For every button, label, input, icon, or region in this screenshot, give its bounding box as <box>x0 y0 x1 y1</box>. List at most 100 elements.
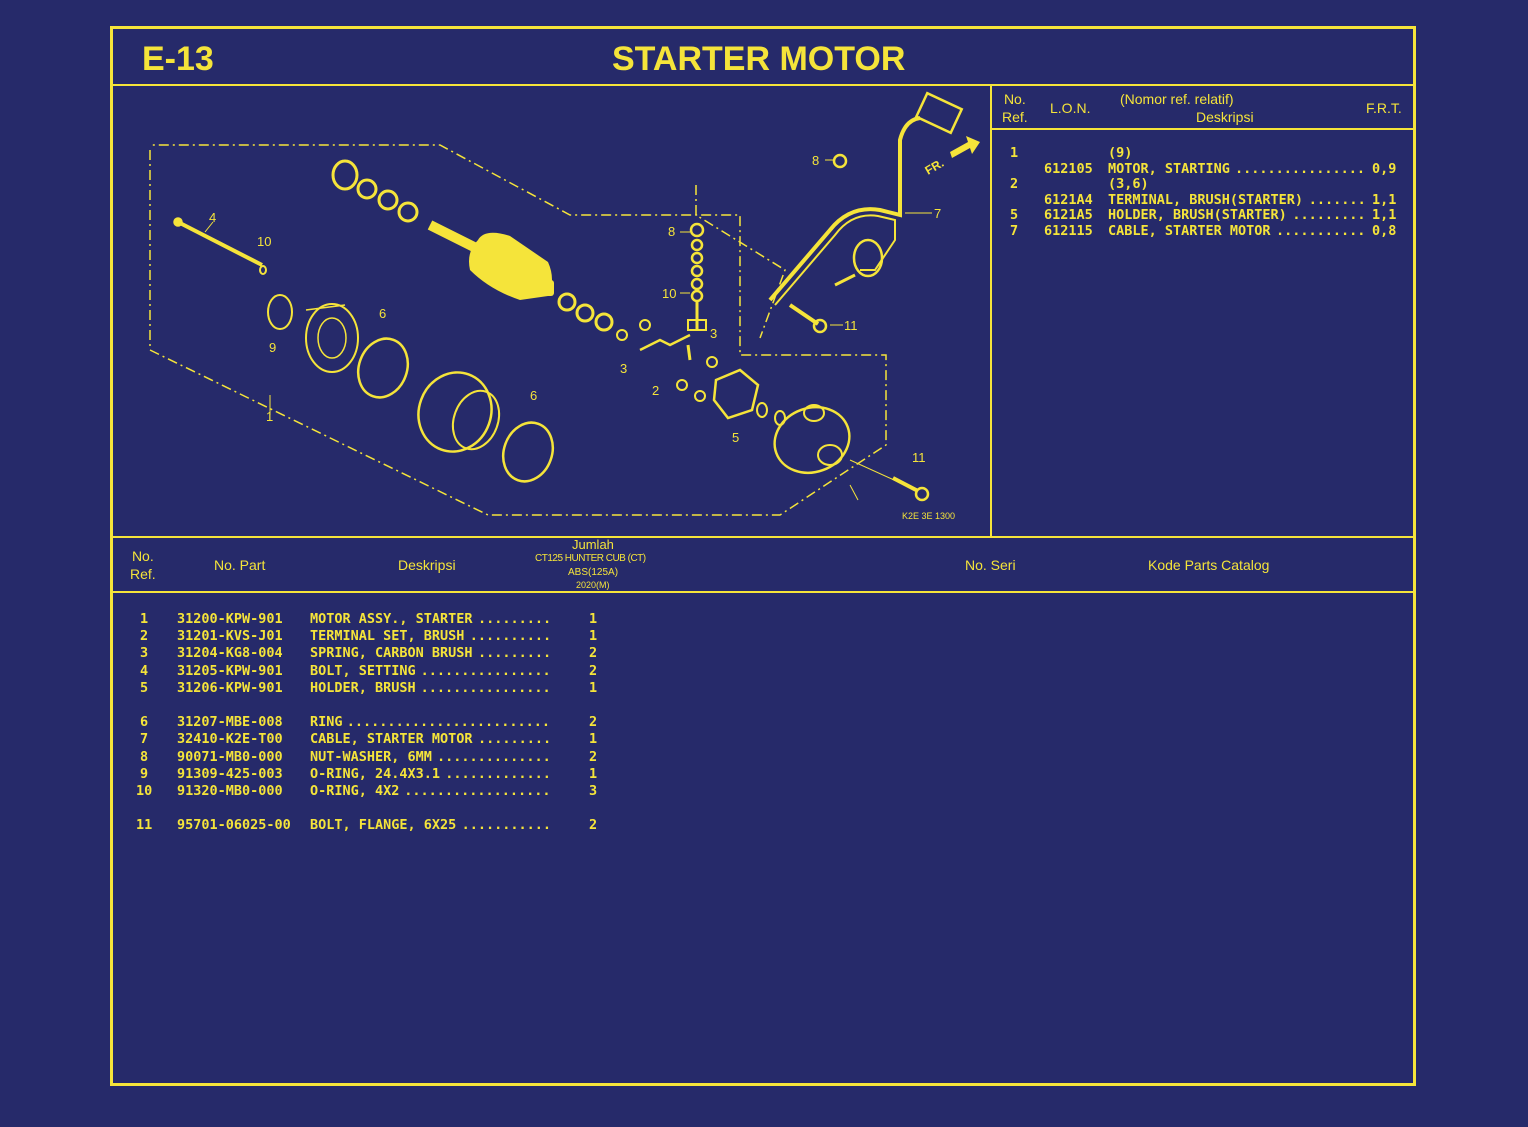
rear-cover-icon <box>773 405 851 475</box>
part-ref: 11 <box>136 817 153 834</box>
part-ref: 7 <box>140 731 149 748</box>
frt-value: 1,1 <box>1372 191 1397 208</box>
part-qty: 1 <box>589 731 598 748</box>
frt-ref: 1 <box>1010 145 1019 161</box>
dot-leader: ........................................… <box>404 783 550 799</box>
dot-leader: ........................................… <box>420 662 550 679</box>
frt-value: 1,1 <box>1372 207 1397 223</box>
part-number: 91320-MB0-000 <box>177 783 283 799</box>
frt-desc: (9) <box>1108 145 1133 161</box>
dot-leader: ........................................… <box>478 611 550 627</box>
callout-5: 5 <box>732 430 739 445</box>
callout-1: 1 <box>266 409 273 424</box>
part-qty: 1 <box>589 765 598 782</box>
frt-desc: CABLE, STARTER MOTOR <box>1108 222 1271 239</box>
dot-leader: ........................................… <box>469 628 550 645</box>
part-qty: 2 <box>589 645 598 662</box>
exploded-diagram: FR. 1 2 3 3 4 5 6 6 7 8 8 9 10 10 11 11 … <box>149 91 980 521</box>
divider-frt-header <box>991 128 1414 130</box>
part-number: 31200-KPW-901 <box>177 611 283 627</box>
diagram-code: K2E 3E 1300 <box>902 511 955 521</box>
frt-desc: TERMINAL, BRUSH(STARTER) <box>1108 191 1304 208</box>
parts-header-kode: Kode Parts Catalog <box>1148 557 1270 573</box>
diagram-dash-outline <box>149 144 887 516</box>
frt-value: 0,8 <box>1372 222 1397 239</box>
frt-header-deskripsi: Deskripsi <box>1196 109 1254 125</box>
part-number: 91309-425-003 <box>177 765 283 782</box>
frt-lon: 612105 <box>1044 160 1093 177</box>
frt-lon: 6121A4 <box>1044 191 1093 208</box>
callout-6-b: 6 <box>530 388 537 403</box>
dot-leader: ........................................… <box>1308 191 1366 208</box>
part-ref: 4 <box>140 662 149 679</box>
part-desc: TERMINAL SET, BRUSH <box>310 628 465 645</box>
frt-desc: MOTOR, STARTING <box>1108 160 1230 177</box>
dot-leader: ........................................… <box>1235 160 1366 177</box>
ring-upper-icon <box>356 337 410 399</box>
nut-washer-icon <box>689 222 705 238</box>
divider-parts-header <box>112 591 1414 593</box>
starter-cable-icon <box>768 116 921 302</box>
o-ring-large-icon <box>267 294 293 330</box>
page-code: E-13 <box>142 40 214 78</box>
diagram-dash-cable <box>695 185 786 339</box>
parts-header-no-seri: No. Seri <box>965 557 1016 573</box>
frt-desc: HOLDER, BRUSH(STARTER) <box>1108 207 1287 223</box>
callout-3-b: 3 <box>710 326 717 341</box>
o-ring-small-icon <box>259 265 267 275</box>
callout-8-a: 8 <box>812 153 819 168</box>
armature-plate-icon <box>331 159 359 191</box>
dot-leader: ........................................… <box>1276 222 1366 239</box>
part-qty: 1 <box>589 628 598 645</box>
parts-header-jumlah: Jumlah <box>572 537 614 552</box>
part-qty: 2 <box>589 714 598 731</box>
fr-arrow-icon <box>950 136 980 158</box>
part-desc: MOTOR ASSY., STARTER <box>310 611 473 627</box>
parts-header-no-ref: No. Ref. <box>130 548 156 582</box>
callout-10-b: 10 <box>662 286 676 301</box>
frt-header-no-ref: No. Ref. <box>1002 91 1028 125</box>
part-desc: HOLDER, BRUSH <box>310 679 416 696</box>
callout-11-b: 11 <box>912 450 926 465</box>
ring-lower-icon <box>501 421 555 483</box>
frt-lon: 612115 <box>1044 222 1093 239</box>
part-number: 32410-K2E-T00 <box>177 731 283 748</box>
callout-8-b: 8 <box>668 224 675 239</box>
dot-leader: ........................................… <box>420 679 550 696</box>
washer-icon <box>557 292 577 312</box>
callout-9: 9 <box>269 340 276 355</box>
frt-value: 0,9 <box>1372 160 1397 177</box>
frt-desc: (3,6) <box>1108 176 1149 192</box>
part-number: 31207-MBE-008 <box>177 714 283 731</box>
part-qty: 2 <box>589 817 598 834</box>
spring-icon <box>616 329 628 341</box>
divider-title <box>112 84 1414 86</box>
terminal-icon <box>639 333 691 352</box>
parts-header-model: CT125 HUNTER CUB (CT) <box>535 553 646 564</box>
frt-header-nomor: (Nomor ref. relatif) <box>1120 91 1234 107</box>
brush-holder-icon <box>712 368 760 420</box>
frt-ref: 2 <box>1010 176 1019 192</box>
part-number: 31206-KPW-901 <box>177 679 283 696</box>
divider-diagram-frt <box>990 85 992 537</box>
callout-3-a: 3 <box>620 361 627 376</box>
frt-ref: 7 <box>1010 222 1019 239</box>
page-title: STARTER MOTOR <box>612 40 906 78</box>
dot-leader: ........................................… <box>346 714 550 731</box>
callout-2: 2 <box>652 383 659 398</box>
part-qty: 1 <box>589 679 598 696</box>
part-ref: 1 <box>140 611 149 627</box>
frt-header-frt: F.R.T. <box>1366 100 1402 116</box>
parts-header-abs: ABS(125A) <box>568 567 619 578</box>
dot-leader: ........................................… <box>437 748 550 765</box>
catalog-frame <box>110 26 1416 1086</box>
callout-6-a: 6 <box>379 306 386 321</box>
part-ref: 2 <box>140 628 149 645</box>
parts-header-no-part: No. Part <box>214 557 266 573</box>
part-ref: 6 <box>140 714 149 731</box>
part-ref: 10 <box>136 783 153 799</box>
callout-7: 7 <box>934 206 941 221</box>
frt-lon: 6121A5 <box>1044 207 1093 223</box>
part-qty: 2 <box>589 662 598 679</box>
part-ref: 5 <box>140 679 149 696</box>
